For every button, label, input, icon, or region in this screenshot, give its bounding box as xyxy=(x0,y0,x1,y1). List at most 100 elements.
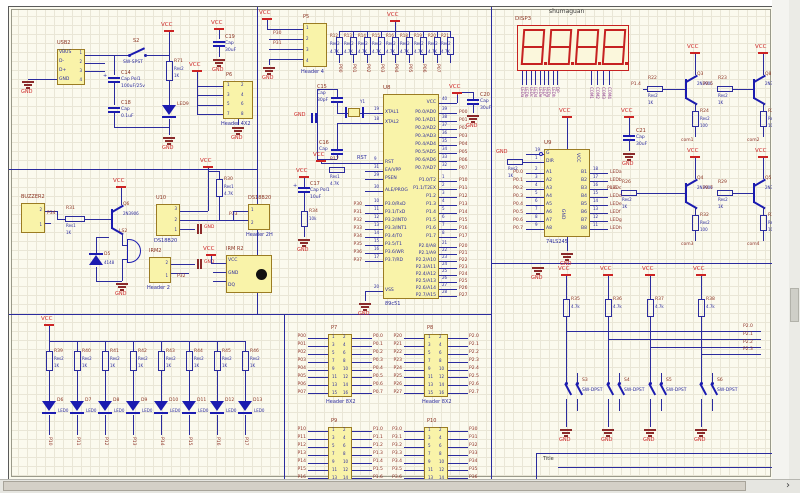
scroll-right-arrow-icon[interactable]: › xyxy=(786,480,790,491)
led-D12[interactable] xyxy=(210,401,224,411)
led-D7[interactable] xyxy=(70,401,84,411)
component-P10[interactable] xyxy=(424,427,448,479)
resistor-r[interactable] xyxy=(507,159,523,165)
vcc-symbol xyxy=(758,156,768,158)
component-U9[interactable] xyxy=(544,149,590,237)
led-D8[interactable] xyxy=(98,401,112,411)
transistor-Q3[interactable] xyxy=(685,79,687,99)
resistor-r[interactable] xyxy=(335,37,343,55)
led-D10[interactable] xyxy=(154,401,168,411)
component-P7[interactable] xyxy=(328,334,352,398)
resistor-R22[interactable] xyxy=(647,86,663,92)
pin-name: P0.5/AD5 xyxy=(415,149,436,155)
resistor-R30[interactable] xyxy=(215,179,223,197)
resistor-R34[interactable] xyxy=(300,211,308,227)
led-D13[interactable] xyxy=(238,401,252,411)
resistor-r[interactable] xyxy=(391,37,399,55)
led-D9[interactable] xyxy=(126,401,140,411)
wire xyxy=(269,49,303,50)
pin-number: 1 xyxy=(79,50,82,55)
capacitor[interactable] xyxy=(315,113,317,123)
capacitor[interactable] xyxy=(298,187,310,189)
gnd-symbol xyxy=(560,429,572,431)
led-D11[interactable] xyxy=(182,401,196,411)
component-BUZZER2[interactable] xyxy=(21,203,45,233)
resistor-R35[interactable] xyxy=(562,299,570,317)
component-USB2[interactable] xyxy=(57,49,85,85)
resistor-R71[interactable] xyxy=(165,61,173,81)
designator: U9 xyxy=(544,140,552,146)
crystal-Y1[interactable] xyxy=(348,108,360,117)
capacitor[interactable] xyxy=(623,135,635,137)
component-P9[interactable] xyxy=(328,427,352,479)
resistor-r[interactable] xyxy=(405,37,413,55)
resistor-r[interactable] xyxy=(377,37,385,55)
seven-segment-display[interactable] xyxy=(517,25,629,71)
capacitor[interactable] xyxy=(108,107,120,109)
resistor-R17[interactable] xyxy=(329,167,345,173)
capacitor[interactable] xyxy=(467,99,479,101)
vcc-symbol xyxy=(164,30,174,32)
gnd-symbol xyxy=(163,137,175,139)
power-label: GND xyxy=(294,112,306,118)
buzzer-LS2[interactable] xyxy=(127,239,141,263)
component-DS18B20[interactable] xyxy=(248,204,270,230)
resistor-r[interactable] xyxy=(446,37,454,55)
resistor-R38[interactable] xyxy=(697,299,705,317)
resistor-R43[interactable] xyxy=(157,351,165,371)
vertical-scrollbar[interactable] xyxy=(789,0,800,479)
resistor-r[interactable] xyxy=(419,37,427,55)
transistor-Q8[interactable] xyxy=(753,79,755,99)
component-U8[interactable] xyxy=(383,94,439,299)
capacitor[interactable] xyxy=(331,149,343,151)
capacitor[interactable] xyxy=(311,113,313,123)
designator: LS2 xyxy=(119,229,128,234)
transistor-Q4[interactable] xyxy=(685,183,687,203)
transistor-Q6[interactable] xyxy=(111,209,113,229)
resistor-R46[interactable] xyxy=(241,351,249,371)
component-U10[interactable] xyxy=(156,204,180,236)
resistor-r[interactable] xyxy=(363,37,371,55)
switch-S2[interactable] xyxy=(128,54,131,57)
resistor-R39[interactable] xyxy=(45,351,53,371)
resistor-R23[interactable] xyxy=(717,86,733,92)
value-label: A4 xyxy=(546,193,552,199)
resistor-R24[interactable] xyxy=(691,111,699,127)
resistor-R29[interactable] xyxy=(717,190,733,196)
capacitor[interactable] xyxy=(213,45,225,47)
component-P5[interactable] xyxy=(303,23,327,67)
resistor-r[interactable] xyxy=(433,37,441,55)
resistor-r[interactable] xyxy=(349,37,357,55)
resistor-R40[interactable] xyxy=(73,351,81,371)
resistor-R31[interactable] xyxy=(65,216,85,222)
capacitor[interactable] xyxy=(331,97,343,99)
resistor-R44[interactable] xyxy=(185,351,193,371)
component-P6[interactable] xyxy=(223,81,253,119)
resistor-R37[interactable] xyxy=(646,299,654,317)
resistor-R25[interactable] xyxy=(759,111,767,127)
resistor-R36[interactable] xyxy=(604,299,612,317)
resistor-R45[interactable] xyxy=(213,351,221,371)
capacitor[interactable] xyxy=(108,77,120,79)
capacitor[interactable] xyxy=(298,191,310,193)
diode-D5[interactable] xyxy=(89,255,103,265)
vcc-symbol-label: VCC xyxy=(449,84,461,90)
resistor-R42[interactable] xyxy=(129,351,137,371)
gnd-symbol xyxy=(562,432,570,434)
vertical-scrollbar-thumb[interactable] xyxy=(790,288,799,322)
component-P8[interactable] xyxy=(424,334,448,398)
resistor-R41[interactable] xyxy=(101,351,109,371)
horizontal-scrollbar-thumb[interactable] xyxy=(3,481,746,491)
component-IRM2[interactable] xyxy=(149,257,171,283)
led-LED9[interactable] xyxy=(162,105,176,115)
capacitor[interactable] xyxy=(213,41,225,43)
capacitor[interactable] xyxy=(108,111,120,113)
resistor-R26[interactable] xyxy=(621,190,637,196)
resistor-R33[interactable] xyxy=(759,215,767,231)
wire xyxy=(197,86,223,87)
transistor-Q5[interactable] xyxy=(753,183,755,203)
capacitor[interactable] xyxy=(108,81,120,83)
resistor-R32[interactable] xyxy=(691,215,699,231)
led-D6[interactable] xyxy=(42,401,56,411)
